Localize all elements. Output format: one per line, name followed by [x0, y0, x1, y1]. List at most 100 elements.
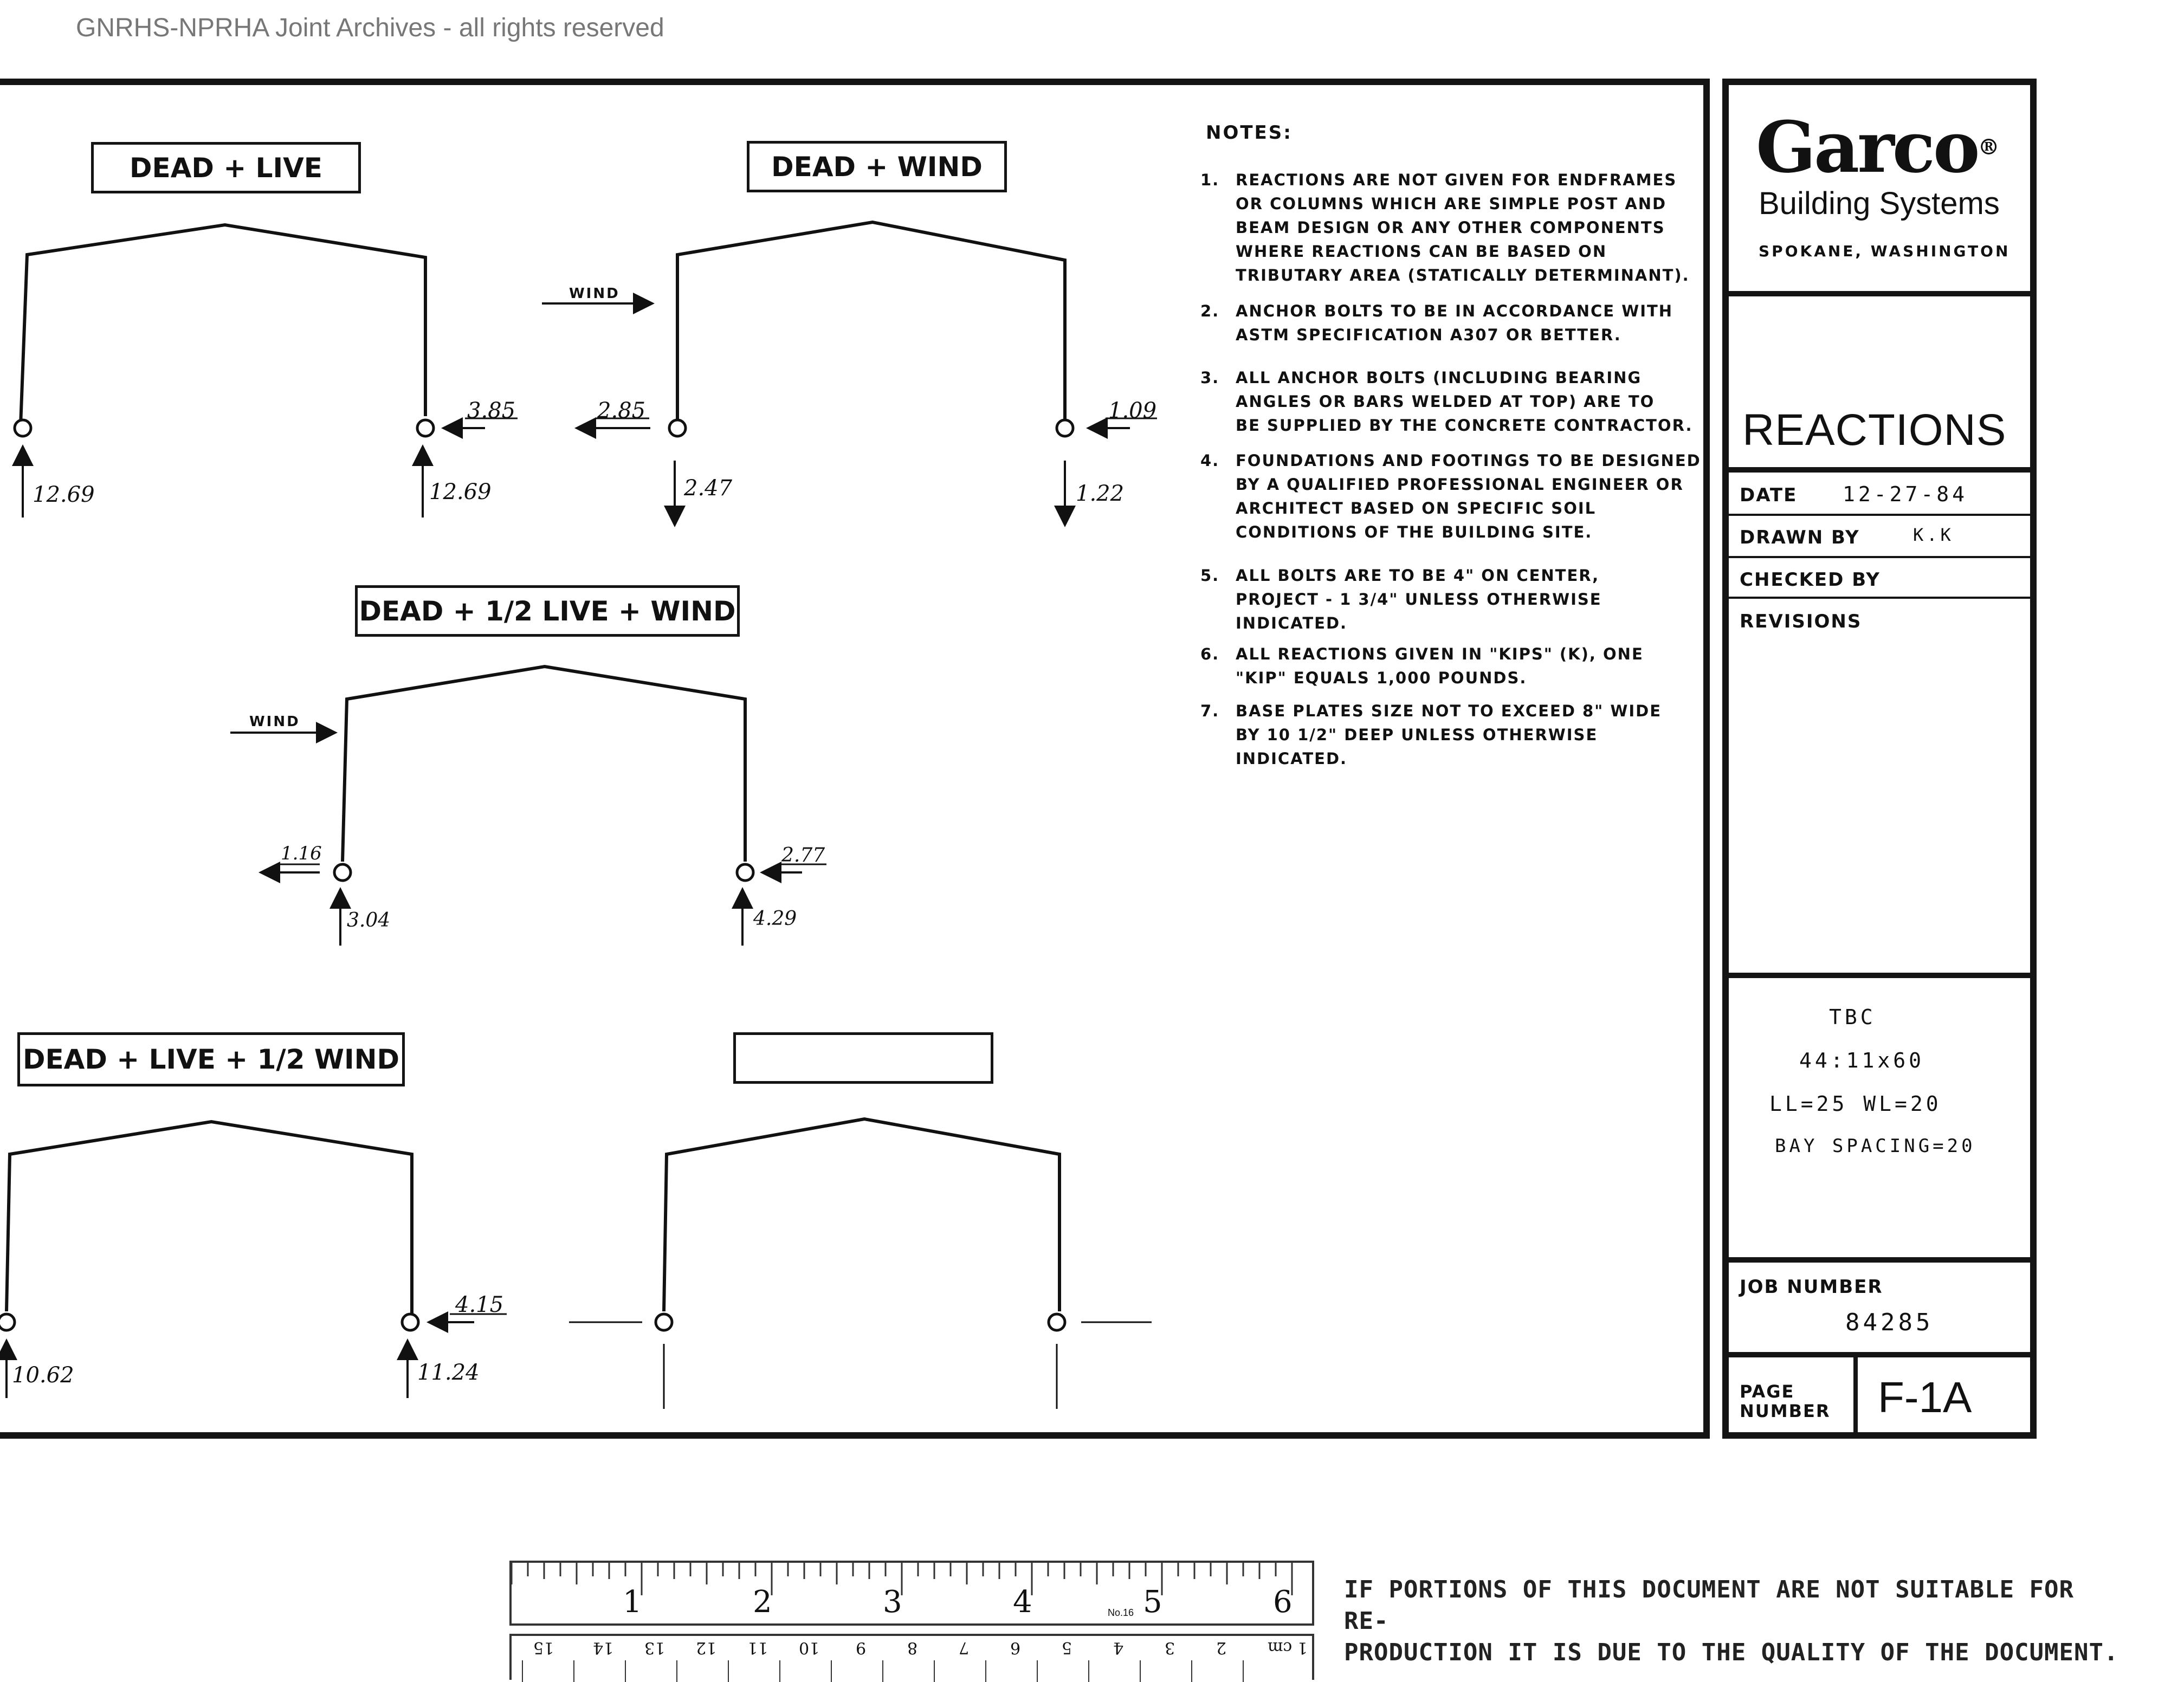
spec-line: BAY SPACING=20: [1775, 1135, 1976, 1157]
revisions-label: REVISIONS: [1740, 611, 1862, 632]
revisions-cell: REVISIONS: [1729, 599, 2030, 978]
date-label: DATE: [1740, 484, 1798, 506]
note-number: 6.: [1200, 645, 1220, 663]
ruler-cm-number: 10: [799, 1638, 820, 1657]
drawing-title: REACTIONS: [1742, 405, 2007, 455]
company-logo-cell: Garco® Building Systems SPOKANE, WASHING…: [1729, 85, 2030, 296]
date-value: 12-27-84: [1843, 482, 1968, 506]
ruler-cm-number: 15: [533, 1638, 554, 1657]
page-number-divider: [1853, 1357, 1858, 1439]
support-left: [13, 418, 33, 438]
note-item: 7. BASE PLATES SIZE NOT TO EXCEED 8" WID…: [1200, 699, 1721, 771]
page-number-label: PAGE NUMBER: [1740, 1382, 1831, 1421]
note-item: 5. ALL BOLTS ARE TO BE 4" ON CENTER, PRO…: [1200, 564, 1721, 635]
note-text: ALL BOLTS ARE TO BE 4" ON CENTER, PROJEC…: [1236, 566, 1602, 632]
drawn-by-row: DRAWN BY K.K: [1729, 516, 2030, 558]
note-item: 3. ALL ANCHOR BOLTS (INCLUDING BEARING A…: [1200, 366, 1721, 437]
ruler-cm-number: 12: [696, 1638, 717, 1657]
frame-blank: [662, 1117, 1061, 1312]
note-text: FOUNDATIONS AND FOOTINGS TO BE DESIGNED …: [1236, 451, 1701, 541]
job-number-cell: JOB NUMBER 84285: [1729, 1263, 2030, 1357]
support-left: [0, 1312, 16, 1332]
ruler-cm-number: 3: [1165, 1638, 1175, 1657]
company-location: SPOKANE, WASHINGTON: [1759, 242, 2011, 260]
spec-line: TBC: [1829, 1005, 1876, 1029]
support-right: [1047, 1312, 1067, 1332]
page-number-label-line: NUMBER: [1740, 1401, 1831, 1421]
ruler-cm-number: 4: [1113, 1638, 1124, 1657]
ruler-inch-number: 1: [623, 1584, 642, 1620]
reaction-value: 1.22: [1076, 481, 1125, 506]
registered-mark: ®: [1978, 134, 2000, 160]
reaction-value: 1.16: [281, 843, 322, 864]
note-text: ANCHOR BOLTS TO BE IN ACCORDANCE WITH AS…: [1236, 302, 1673, 344]
ruler-cm-number: 2: [1216, 1638, 1227, 1657]
note-number: 3.: [1200, 368, 1220, 387]
page-number-cell: PAGE NUMBER F-1A: [1729, 1357, 2030, 1439]
ruler-cm-number: 13: [644, 1638, 665, 1657]
note-item: 4. FOUNDATIONS AND FOOTINGS TO BE DESIGN…: [1200, 449, 1721, 544]
notes-title: NOTES:: [1206, 122, 1293, 144]
reaction-value: 2.85: [597, 398, 646, 423]
spec-line: LL=25 WL=20: [1769, 1092, 1942, 1116]
wind-label: WIND: [569, 286, 620, 302]
note-text: BASE PLATES SIZE NOT TO EXCEED 8" WIDE B…: [1236, 702, 1662, 768]
ruler-model: No.16: [1108, 1607, 1134, 1618]
building-spec-cell: TBC 44:11x60 LL=25 WL=20 BAY SPACING=20: [1729, 978, 2030, 1263]
drawn-by-label: DRAWN BY: [1740, 527, 1860, 548]
reaction-value: 11.24: [417, 1360, 480, 1385]
reaction-value: 4.15: [455, 1292, 504, 1317]
frame-title-blank: [733, 1032, 993, 1084]
archive-header: GNRHS-NPRHA Joint Archives - all rights …: [76, 14, 664, 42]
frame-dead-half-live-wind: [341, 664, 747, 862]
note-text: REACTIONS ARE NOT GIVEN FOR ENDFRAMES OR…: [1236, 171, 1690, 284]
title-block: Garco® Building Systems SPOKANE, WASHING…: [1722, 79, 2037, 1439]
note-number: 4.: [1200, 451, 1220, 470]
cm-ruler-ticks: [522, 1660, 1244, 1682]
note-number: 7.: [1200, 702, 1220, 720]
reaction-value: 3.85: [467, 398, 516, 423]
frame-dead-wind: [676, 220, 1067, 425]
frame-diagrams: WIND WIND: [0, 220, 1157, 1409]
frame-title-dead-wind: DEAD + WIND: [747, 141, 1007, 192]
support-left: [333, 863, 352, 882]
drawing-title-cell: REACTIONS: [1729, 296, 2030, 473]
note-number: 2.: [1200, 302, 1220, 320]
frame-dead-live-half-wind: [5, 1120, 413, 1314]
page-number-value: F-1A: [1878, 1373, 1972, 1421]
cm-ruler: 1 cm 2 3 4 5 6 7 8 9 10 11 12 13 14 15: [509, 1634, 1314, 1682]
inch-ruler: 1 2 3 4 5 6 No.16: [509, 1561, 1314, 1626]
drawn-by-value: K.K: [1913, 525, 1954, 545]
note-item: 2. ANCHOR BOLTS TO BE IN ACCORDANCE WITH…: [1200, 299, 1721, 347]
ruler-cm-number: 11: [747, 1638, 768, 1657]
checked-by-label: CHECKED BY: [1740, 569, 1881, 591]
reaction-value: 3.04: [347, 909, 391, 931]
company-logo: Garco®: [1756, 112, 2000, 183]
ruler-cm-number: 9: [856, 1638, 867, 1657]
reaction-value: 2.77: [781, 844, 825, 866]
wind-label: WIND: [249, 714, 300, 730]
drawing-sheet-border: [0, 79, 1710, 1439]
support-left: [654, 1312, 674, 1332]
company-subtitle: Building Systems: [1759, 186, 2000, 221]
reaction-value: 10.62: [12, 1363, 74, 1388]
checked-by-row: CHECKED BY: [1729, 558, 2030, 599]
reaction-value: 1.09: [1108, 398, 1157, 423]
job-number-value: 84285: [1845, 1309, 1934, 1336]
ruler-cm-number: 14: [593, 1638, 614, 1657]
ruler-inch-number: 2: [753, 1584, 772, 1620]
ruler-cm-number: 5: [1062, 1638, 1072, 1657]
disclaimer-line: PRODUCTION IT IS DUE TO THE QUALITY OF T…: [1344, 1639, 2119, 1666]
ruler-inch-number: 5: [1143, 1584, 1162, 1620]
reproduction-disclaimer: IF PORTIONS OF THIS DOCUMENT ARE NOT SUI…: [1344, 1574, 2124, 1668]
frame-dead-live: [19, 223, 427, 426]
ruler-inch-number: 3: [883, 1584, 902, 1620]
note-number: 5.: [1200, 566, 1220, 585]
frame-title-dead-live: DEAD + LIVE: [91, 142, 361, 193]
page-number-label-line: PAGE: [1740, 1381, 1795, 1402]
spec-line: 44:11x60: [1799, 1049, 1925, 1072]
note-text: ALL ANCHOR BOLTS (INCLUDING BEARING ANGL…: [1236, 368, 1693, 435]
note-text: ALL REACTIONS GIVEN IN "KIPS" (K), ONE "…: [1236, 645, 1644, 687]
reaction-value: 2.47: [684, 476, 733, 501]
note-number: 1.: [1200, 171, 1220, 189]
